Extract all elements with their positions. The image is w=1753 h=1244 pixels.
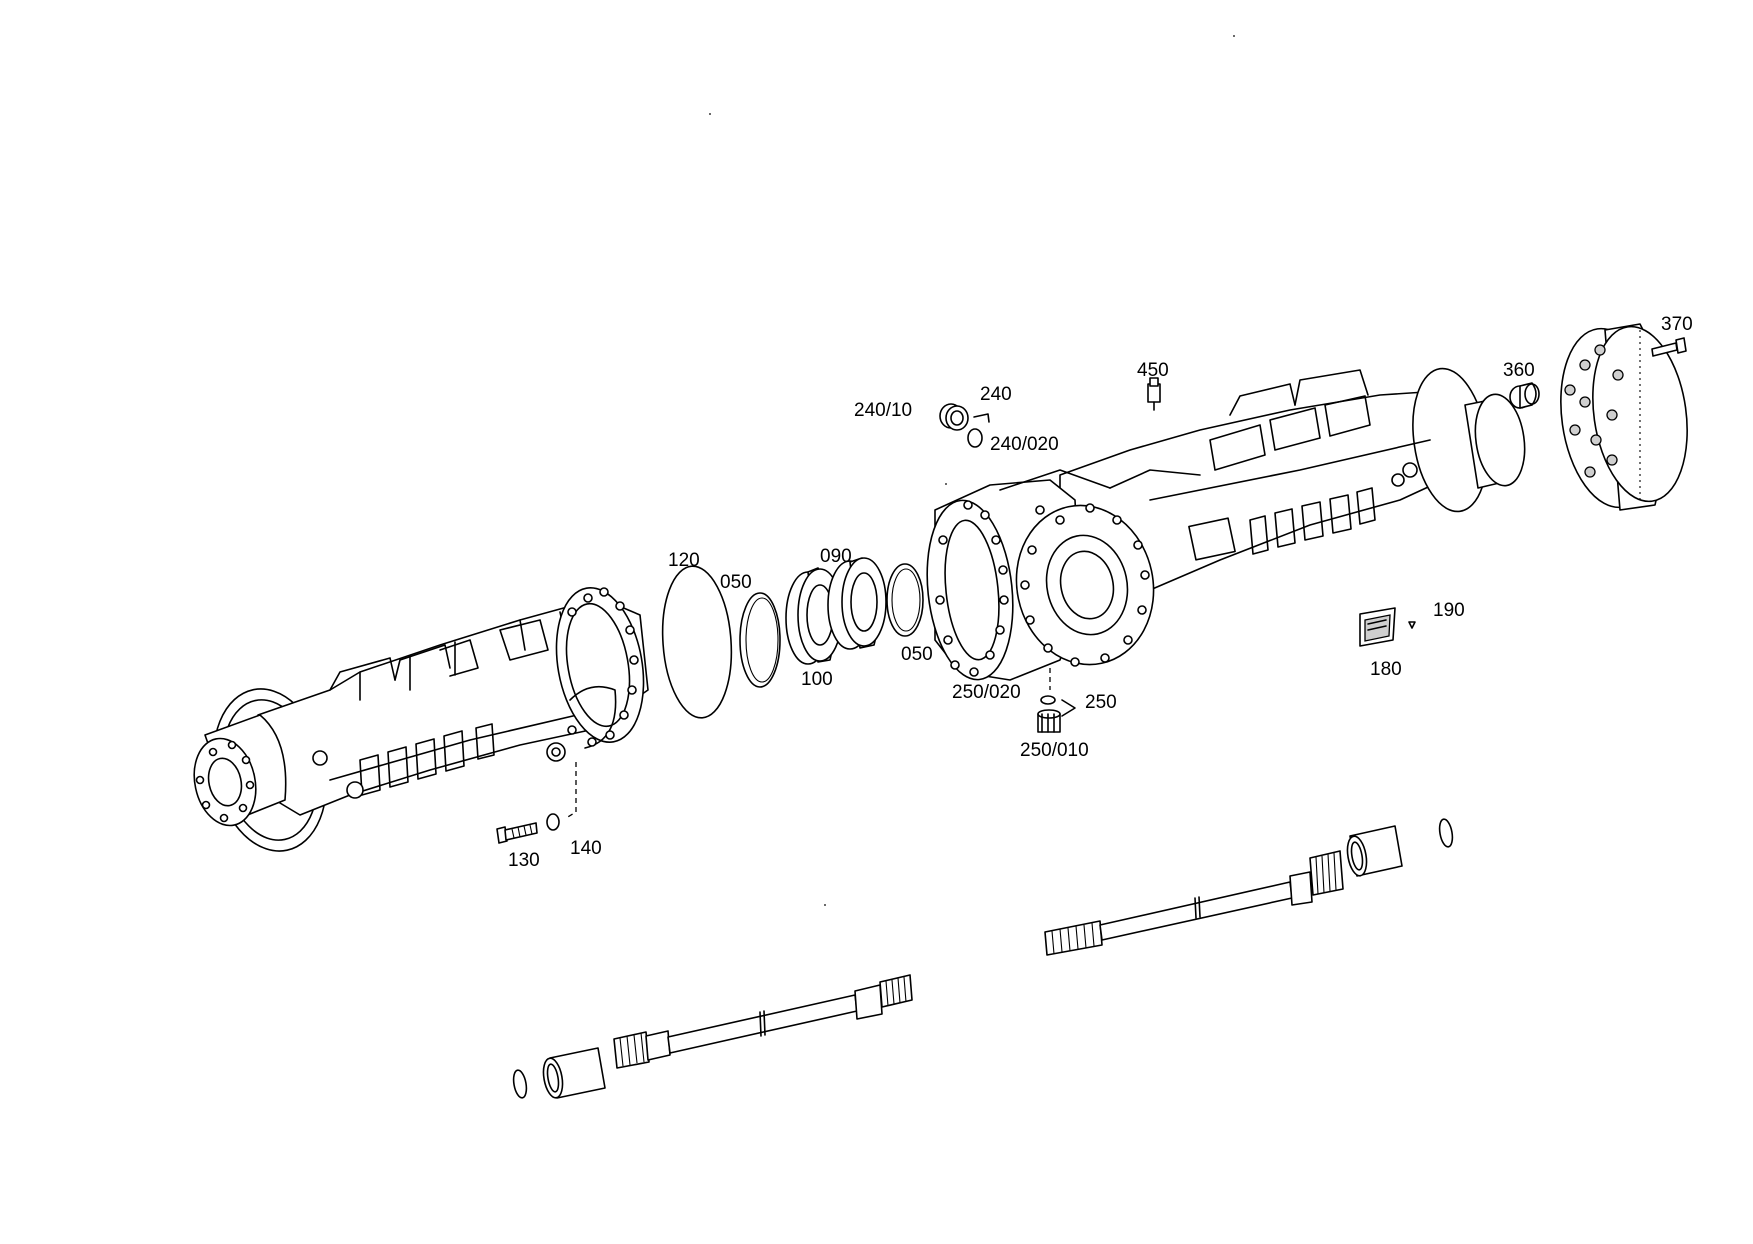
axle-shaft-right bbox=[1044, 850, 1344, 956]
callout-250-020: 250/020 bbox=[952, 682, 1021, 703]
callout-360: 360 bbox=[1503, 360, 1535, 381]
left-axle-housing bbox=[193, 587, 649, 852]
bearing-090 bbox=[827, 557, 887, 650]
axle-shaft-left bbox=[613, 974, 913, 1069]
bushing-360 bbox=[1509, 382, 1540, 409]
bolt-130 bbox=[496, 822, 538, 844]
callout-180: 180 bbox=[1370, 659, 1402, 680]
sleeve-right bbox=[1346, 825, 1403, 877]
callout-050-left: 050 bbox=[720, 572, 752, 593]
ring-250-020 bbox=[1040, 695, 1056, 705]
snap-ring-right bbox=[1438, 818, 1454, 848]
ring-240-020 bbox=[967, 428, 983, 448]
bearing-100 bbox=[785, 567, 843, 665]
plug-240-10 bbox=[939, 403, 969, 431]
bolt-370 bbox=[1651, 337, 1687, 357]
callout-140: 140 bbox=[570, 838, 602, 859]
callout-240-020: 240/020 bbox=[990, 434, 1059, 455]
callout-250-010: 250/010 bbox=[1020, 740, 1089, 761]
callout-240-10: 240/10 bbox=[854, 400, 912, 421]
breather-450 bbox=[1147, 377, 1161, 411]
brake-disc-hub bbox=[1560, 323, 1688, 511]
washer-140 bbox=[546, 813, 560, 831]
callout-240: 240 bbox=[980, 384, 1012, 405]
o-ring-120 bbox=[661, 565, 733, 719]
callout-370: 370 bbox=[1661, 314, 1693, 335]
sleeve-left bbox=[542, 1047, 606, 1099]
plug-250-010 bbox=[1037, 709, 1061, 733]
snap-ring-left bbox=[512, 1069, 528, 1099]
callout-250: 250 bbox=[1085, 692, 1117, 713]
callout-190: 190 bbox=[1433, 600, 1465, 621]
ring-050-right bbox=[886, 563, 924, 637]
ring-050-left bbox=[739, 592, 781, 688]
callout-050-right: 050 bbox=[901, 644, 933, 665]
callout-090: 090 bbox=[820, 546, 852, 567]
callout-130: 130 bbox=[508, 850, 540, 871]
rivet-190 bbox=[1408, 621, 1416, 629]
callout-100: 100 bbox=[801, 669, 833, 690]
nameplate-180 bbox=[1359, 607, 1396, 647]
callout-450: 450 bbox=[1137, 360, 1169, 381]
center-axle-housing bbox=[926, 367, 1526, 690]
callout-120: 120 bbox=[668, 550, 700, 571]
